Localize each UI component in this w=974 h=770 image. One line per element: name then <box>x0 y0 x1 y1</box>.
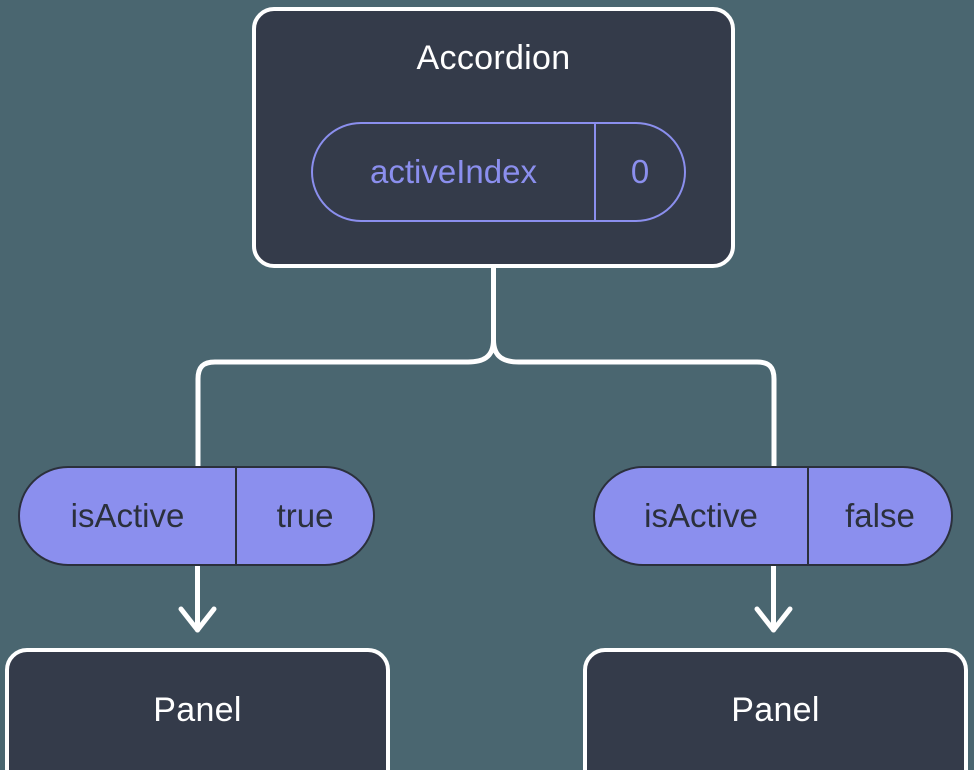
connector-arrow-left-head <box>178 606 217 633</box>
connector-branch-left <box>195 337 496 471</box>
prop-badge-key: activeIndex <box>313 124 596 220</box>
prop-badge-is-active-right[interactable]: isActive false <box>593 466 953 566</box>
connector-branch-right <box>491 337 777 471</box>
prop-badge-active-index[interactable]: activeIndex 0 <box>311 122 686 222</box>
accordion-node-title: Accordion <box>416 39 571 77</box>
prop-badge-key: isActive <box>595 468 809 564</box>
panel-component-node-left[interactable]: Panel <box>5 648 390 770</box>
panel-node-title: Panel <box>153 691 242 729</box>
panel-component-node-right[interactable]: Panel <box>583 648 968 770</box>
connector-arrow-right-head <box>754 606 793 633</box>
panel-node-title: Panel <box>731 691 820 729</box>
prop-badge-value: true <box>276 497 334 534</box>
accordion-component-node[interactable]: Accordion activeIndex 0 <box>252 7 735 268</box>
prop-badge-value: false <box>845 497 915 534</box>
prop-badge-value: 0 <box>630 153 650 190</box>
prop-badge-key: isActive <box>20 468 237 564</box>
prop-badge-is-active-left[interactable]: isActive true <box>18 466 375 566</box>
